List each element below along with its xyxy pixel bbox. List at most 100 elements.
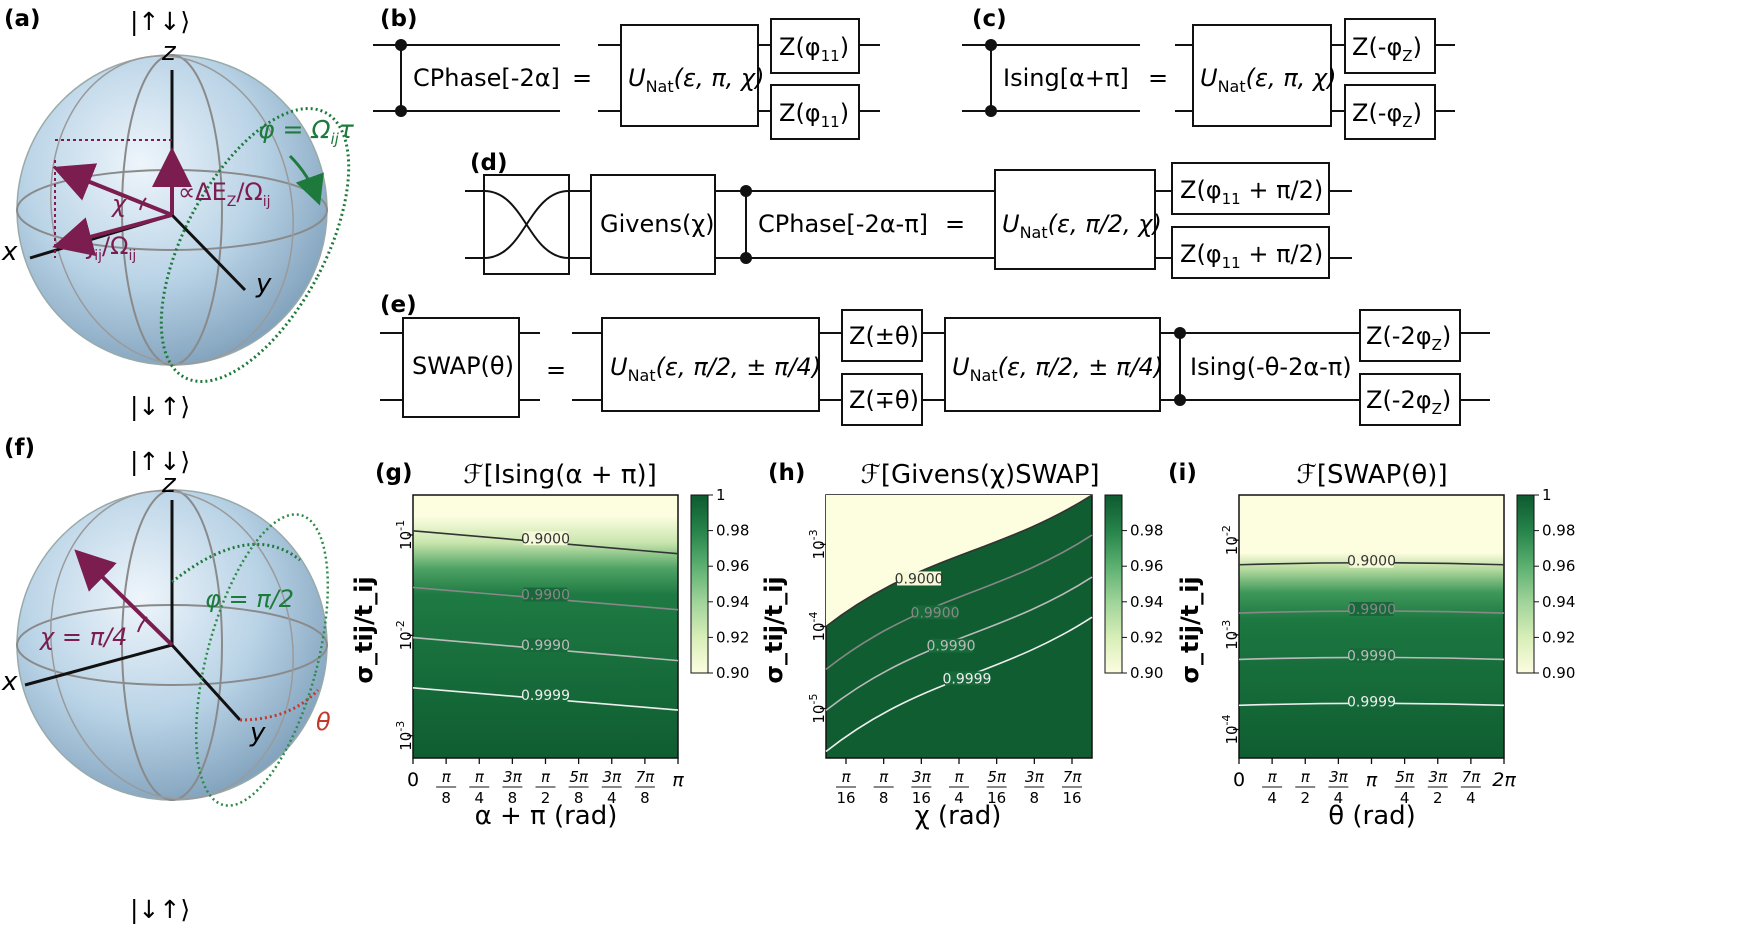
z-label-c-top: Z(-φZ) bbox=[1352, 33, 1422, 65]
contour-label-bg bbox=[913, 605, 958, 620]
panel-d: (d) Givens(χ) CPhase[-2α-π] = UNat(ε, π/… bbox=[465, 150, 1352, 279]
axis-x-label-a: x bbox=[1, 237, 18, 267]
contour-label: 0.9999 bbox=[942, 671, 991, 687]
cphase-gate-b: CPhase[-2α] bbox=[413, 64, 560, 92]
z-label-c-bottom: Z(-φZ) bbox=[1352, 99, 1422, 131]
z-label-b-top: Z(φ11) bbox=[779, 33, 849, 65]
xlabel-h: χ (rad) bbox=[915, 801, 1002, 831]
contour-label: 0.9000 bbox=[521, 531, 570, 547]
y-ticks-i: 10-2 10-3 10-4 bbox=[1220, 525, 1241, 744]
colorbar-tick-label: 0.98 bbox=[716, 522, 749, 540]
plot-title-g: ℱ[Ising(α + π)] bbox=[463, 460, 657, 490]
plot-title-h: ℱ[Givens(χ)SWAP] bbox=[860, 460, 1099, 490]
ket-bottom-a: |↓↑⟩ bbox=[130, 392, 190, 421]
colorbar-g bbox=[690, 494, 709, 674]
x-tick-label-den: 8 bbox=[441, 789, 451, 807]
panel-label-d: (d) bbox=[470, 150, 508, 176]
z-label-e-mid-bottom: Z(∓θ) bbox=[849, 386, 919, 414]
z-box-c-bottom bbox=[1344, 84, 1436, 140]
theta-label-f: θ bbox=[316, 708, 331, 736]
panel-label-h: (h) bbox=[768, 460, 805, 486]
x-tick-label-den: 4 bbox=[954, 789, 964, 807]
axis-y-label-f: y bbox=[249, 718, 266, 748]
z-label-e-mid-top: Z(±θ) bbox=[849, 322, 919, 350]
heatmap-area-i bbox=[1238, 494, 1505, 759]
x-tick-label-den: 16 bbox=[987, 789, 1006, 807]
y-ticks-h: 10-310-410-5 bbox=[807, 529, 828, 723]
state-vector-a bbox=[52, 163, 173, 217]
x-axis-f bbox=[24, 643, 173, 687]
y-tick-label: 10-4 bbox=[1220, 714, 1241, 744]
y-tick-label: 10-3 bbox=[807, 529, 828, 559]
z-box-b-bottom bbox=[770, 84, 860, 140]
x-tick-label: 3π bbox=[1025, 768, 1045, 786]
x-tick-label: 7π bbox=[1462, 768, 1482, 786]
contour-label-bg bbox=[1349, 648, 1394, 663]
contour-label-bg bbox=[929, 638, 974, 653]
x-tick-label: 7π bbox=[636, 768, 656, 786]
state-vector-f bbox=[74, 549, 174, 647]
z-box-e-bottom bbox=[1359, 373, 1461, 426]
y-tick-label: 10-2 bbox=[394, 620, 415, 650]
swap-theta-box-e bbox=[402, 317, 520, 418]
colorbar-tick-label: 0.90 bbox=[1130, 664, 1163, 682]
panel-g: (g) ℱ[Ising(α + π)] 0.90000.99000.99900.… bbox=[350, 460, 749, 831]
y-tick-label: 10-4 bbox=[807, 611, 828, 641]
colorbar-tick-label: 0.94 bbox=[1130, 593, 1163, 611]
unat-label-b: UNat(ε, π, χ) bbox=[628, 64, 765, 96]
xlabel-g: α + π (rad) bbox=[475, 801, 618, 831]
colorbar-tick-label: 0.94 bbox=[1542, 593, 1575, 611]
x-tick-label-den: 4 bbox=[607, 789, 617, 807]
contour-label: 0.9990 bbox=[927, 639, 976, 655]
control-dot-e-top bbox=[1174, 327, 1186, 339]
x-tick-label: π bbox=[1268, 768, 1278, 786]
contour-label-bg bbox=[523, 531, 568, 546]
unat-label-c: UNat(ε, π, χ) bbox=[1200, 64, 1337, 96]
colorbar-tick-label: 1 bbox=[1542, 486, 1552, 504]
x-tick-label: 2π bbox=[1492, 769, 1516, 791]
x-tick-label: 5π bbox=[1395, 768, 1415, 786]
x-tick-label-den: 4 bbox=[1334, 789, 1344, 807]
unat-label-d: UNat(ε, π/2, χ) bbox=[1002, 210, 1162, 242]
z-component-label-a: ∝ΔEZ/Ωij bbox=[178, 178, 271, 210]
panel-label-g: (g) bbox=[375, 460, 413, 486]
colorbar-tick-label: 0.92 bbox=[1542, 628, 1575, 646]
z-label-d-top: Z(φ11 + π/2) bbox=[1180, 176, 1323, 208]
contour-label: 0.9000 bbox=[1347, 554, 1396, 570]
contour-label: 0.9900 bbox=[911, 605, 960, 621]
contour-line bbox=[825, 534, 1093, 671]
unat-box-d bbox=[994, 169, 1156, 270]
panel-label-f: (f) bbox=[4, 435, 35, 461]
panel-label-a: (a) bbox=[4, 6, 41, 32]
contour-label: 0.9999 bbox=[521, 688, 570, 704]
x-tick-label-den: 16 bbox=[836, 789, 855, 807]
x-tick-label: 5π bbox=[569, 768, 589, 786]
y-tick-label: 10-2 bbox=[1220, 525, 1241, 555]
x-tick-label: 3π bbox=[1428, 768, 1448, 786]
unat-box-c bbox=[1192, 24, 1332, 127]
x-tick-label: π bbox=[841, 768, 851, 786]
panel-label-c: (c) bbox=[972, 6, 1007, 32]
x-tick-label: π bbox=[954, 768, 964, 786]
ylabel-g: σ_tij/t_ij bbox=[350, 576, 378, 683]
y-tick-label: 10-3 bbox=[1220, 620, 1241, 650]
colorbar-tick-label: 0.98 bbox=[1542, 522, 1575, 540]
z-box-e-top bbox=[1359, 309, 1461, 362]
control-dot-d-top bbox=[740, 185, 752, 197]
equals-d: = bbox=[945, 210, 965, 238]
contour-label-bg bbox=[1349, 694, 1394, 709]
ylabel-i: σ_tij/t_ij bbox=[1176, 576, 1204, 683]
equals-e: = bbox=[546, 356, 566, 384]
x-tick-label-den: 8 bbox=[1030, 789, 1040, 807]
control-dot-c-top bbox=[985, 39, 997, 51]
ising-gate-c: Ising[α+π] bbox=[1003, 64, 1129, 92]
x-tick-label-den: 16 bbox=[912, 789, 931, 807]
x-tick-label-den: 8 bbox=[574, 789, 584, 807]
z-label-e-top: Z(-2φZ) bbox=[1366, 322, 1451, 354]
x-tick-label-den: 2 bbox=[1300, 789, 1310, 807]
x-tick-label-den: 2 bbox=[541, 789, 551, 807]
panel-label-b: (b) bbox=[380, 6, 418, 32]
